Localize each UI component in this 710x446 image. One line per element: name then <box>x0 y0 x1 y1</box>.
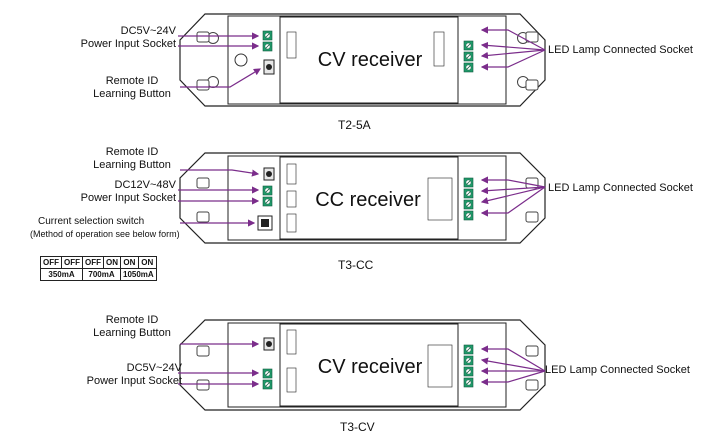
arrows-t3-cv <box>178 340 546 388</box>
receiver-label-t2-5a: CV receiver <box>318 49 423 71</box>
current-cell: 1050mA <box>120 268 157 281</box>
arrows-t3-cc <box>178 169 546 227</box>
device-t2-5a <box>179 13 546 107</box>
arrows-t2-5a <box>178 26 546 88</box>
title-t3-cc: T3-CC <box>338 258 374 272</box>
power-input-label-t2-5a: DC5V~24V Power Input Socket <box>80 25 176 50</box>
switch-state-row: OFF OFF OFF ON ON ON <box>40 256 157 269</box>
switch-cell: OFF <box>61 256 83 269</box>
switch-cell: ON <box>120 256 139 269</box>
power-input-label-t3-cv: DC5V~24V Power Input Socket <box>86 362 182 387</box>
device-t3-cc <box>179 152 546 244</box>
current-cell: 700mA <box>82 268 121 281</box>
current-cell: 350mA <box>40 268 83 281</box>
title-t3-cv: T3-CV <box>340 420 375 434</box>
switch-cell: ON <box>137 256 157 269</box>
led-socket-label-t3-cv: LED Lamp Connected Socket <box>545 364 690 376</box>
current-switch-label-t3-cc: Current selection switch (Method of oper… <box>30 216 180 239</box>
switch-cell: OFF <box>82 256 104 269</box>
current-value-row: 350mA 700mA 1050mA <box>40 268 157 281</box>
led-socket-label-t2-5a: LED Lamp Connected Socket <box>548 44 693 56</box>
current-selection-table: OFF OFF OFF ON ON ON 350mA 700mA 1050mA <box>40 256 157 281</box>
led-socket-label-t3-cc: LED Lamp Connected Socket <box>548 182 693 194</box>
learning-button-label-t3-cc: Remote ID Learning Button <box>93 146 171 171</box>
switch-cell: OFF <box>40 256 62 269</box>
power-input-label-t3-cc: DC12V~48V Power Input Socket <box>80 179 176 204</box>
title-t2-5a: T2-5A <box>338 118 371 132</box>
learning-button-label-t3-cv: Remote ID Learning Button <box>93 314 171 339</box>
switch-cell: ON <box>103 256 121 269</box>
receiver-label-t3-cc: CC receiver <box>315 189 421 211</box>
learning-button-label-t2-5a: Remote ID Learning Button <box>93 75 171 100</box>
device-t3-cv <box>179 319 546 411</box>
receiver-label-t3-cv: CV receiver <box>318 356 423 378</box>
